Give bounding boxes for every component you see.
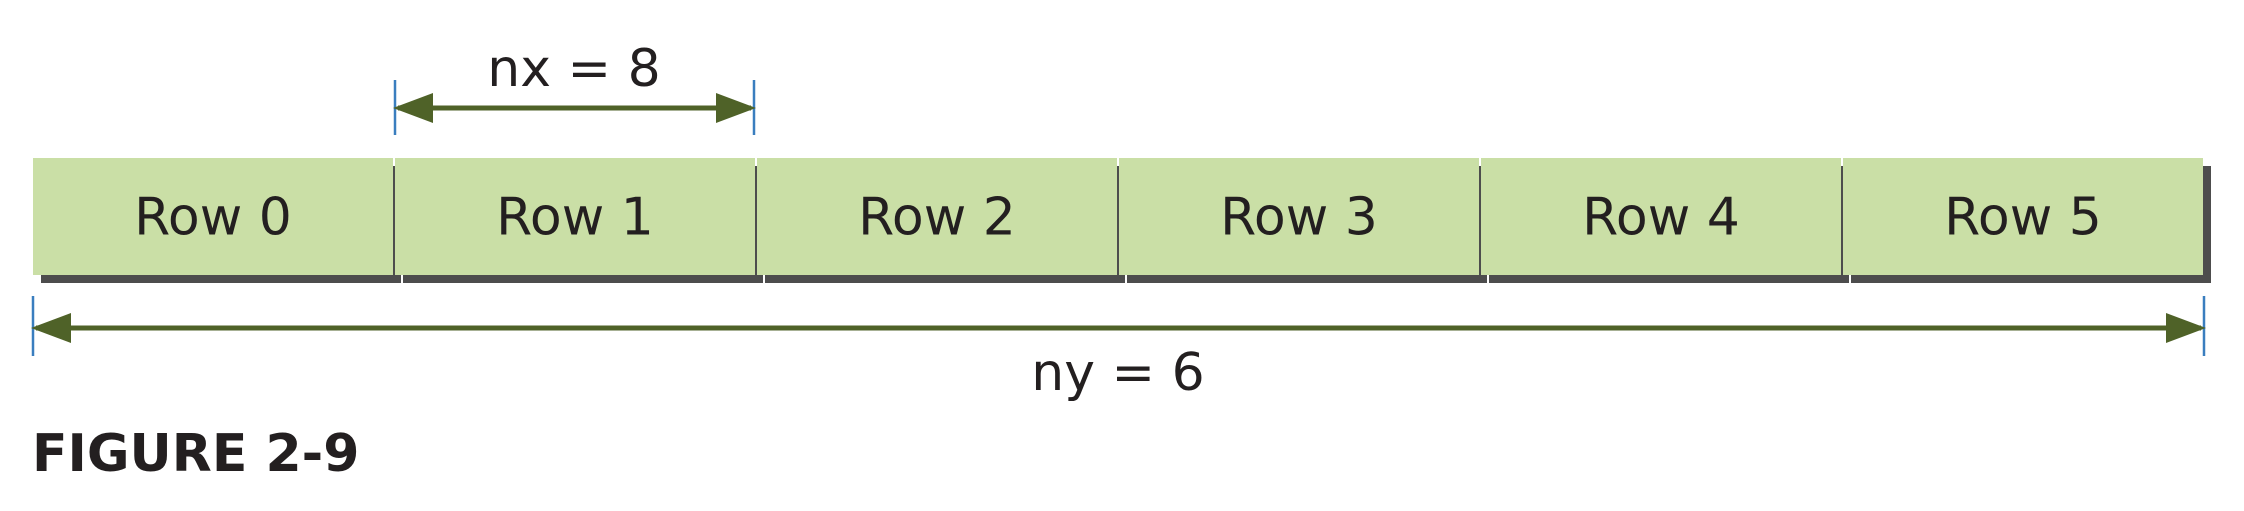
row-cell: Row 4 — [1481, 158, 1849, 283]
row-label: Row 0 — [134, 188, 292, 248]
row-label: Row 2 — [858, 188, 1016, 248]
row-cell: Row 2 — [757, 158, 1125, 283]
row-cell: Row 0 — [33, 158, 401, 283]
figure-caption: FIGURE 2-9 — [32, 424, 360, 484]
row-cell: Row 3 — [1119, 158, 1487, 283]
row-cell: Row 5 — [1843, 158, 2211, 283]
nx-label: nx = 8 — [487, 39, 660, 99]
row-cell: Row 1 — [395, 158, 763, 283]
row-label: Row 4 — [1582, 188, 1740, 248]
row-cell-box — [757, 158, 1117, 275]
row-label: Row 3 — [1220, 188, 1378, 248]
row-cell-box — [1481, 158, 1841, 275]
row-cell-box — [1119, 158, 1479, 275]
row-cells: Row 0 Row 1 Row 2 Row 3 Row 4 Row 5 — [33, 158, 2211, 283]
row-label: Row 1 — [496, 188, 654, 248]
row-layout-diagram: nx = 8 Row 0 Row 1 Row 2 Row 3 Row 4 Row 5 ny… — [31, 39, 2211, 403]
row-cell-box — [33, 158, 393, 275]
ny-dimension: ny = 6 — [31, 296, 2206, 403]
nx-dimension: nx = 8 — [393, 39, 756, 135]
row-label: Row 5 — [1944, 188, 2102, 248]
ny-label: ny = 6 — [1031, 343, 1204, 403]
row-cell-box — [1843, 158, 2203, 275]
row-cell-box — [395, 158, 755, 275]
